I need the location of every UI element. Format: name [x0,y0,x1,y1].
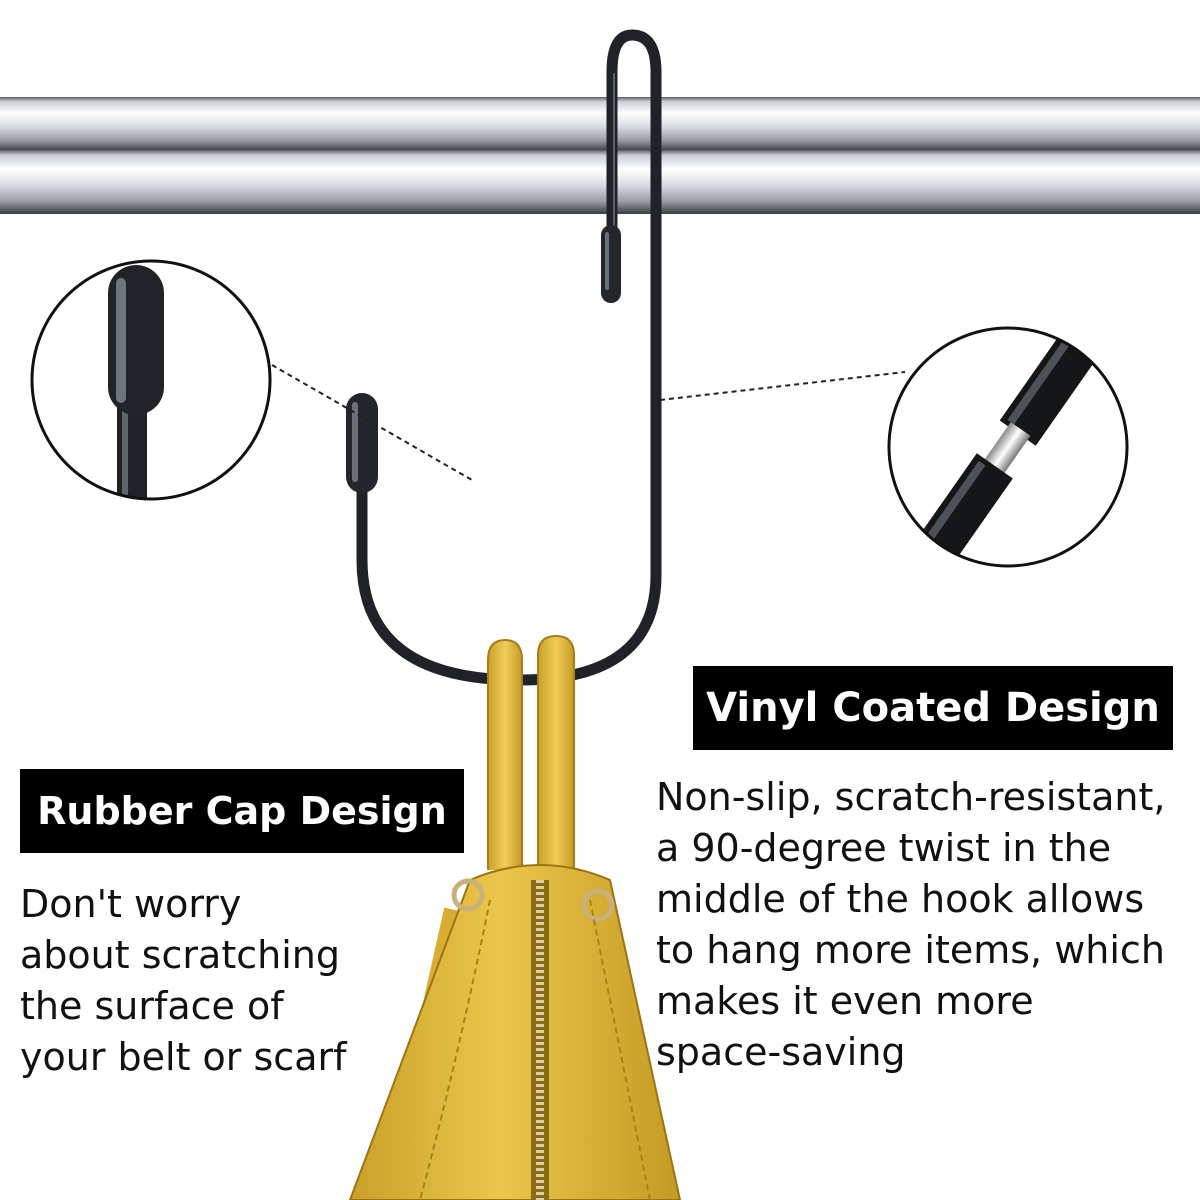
rubber-cap-zoom [30,259,272,501]
vinyl-desc-line: Non-slip, scratch-resistant, [656,775,1166,819]
callout-line-right [659,371,906,401]
s-hook [356,29,662,686]
vinyl-desc-line: makes it even more [656,979,1034,1023]
rubber-desc-line: Don't worry [20,882,242,926]
callout-line-left [271,364,473,481]
rubber-cap-design-label: Rubber Cap Design [20,769,464,853]
vinyl-coating-zoom [887,326,1129,568]
vinyl-coated-design-label: Vinyl Coated Design [693,666,1173,750]
rubber-desc-line: your belt or scarf [20,1035,347,1079]
vinyl-desc-line: space-saving [656,1030,906,1074]
closet-rail [0,97,1200,214]
vinyl-coated-description: Non-slip, scratch-resistant, a 90-degree… [656,772,1165,1078]
vinyl-desc-line: a 90-degree twist in the [656,826,1112,870]
yellow-handbag [348,634,682,1200]
vinyl-desc-line: middle of the hook allows [656,877,1145,921]
rubber-cap-bottom [346,393,378,493]
rubber-desc-line: about scratching [20,933,340,977]
rubber-cap-top [601,225,621,303]
rubber-cap-description: Don't worry about scratching the surface… [20,879,347,1083]
rubber-desc-line: the surface of [20,984,284,1028]
vinyl-desc-line: to hang more items, which [656,928,1165,972]
